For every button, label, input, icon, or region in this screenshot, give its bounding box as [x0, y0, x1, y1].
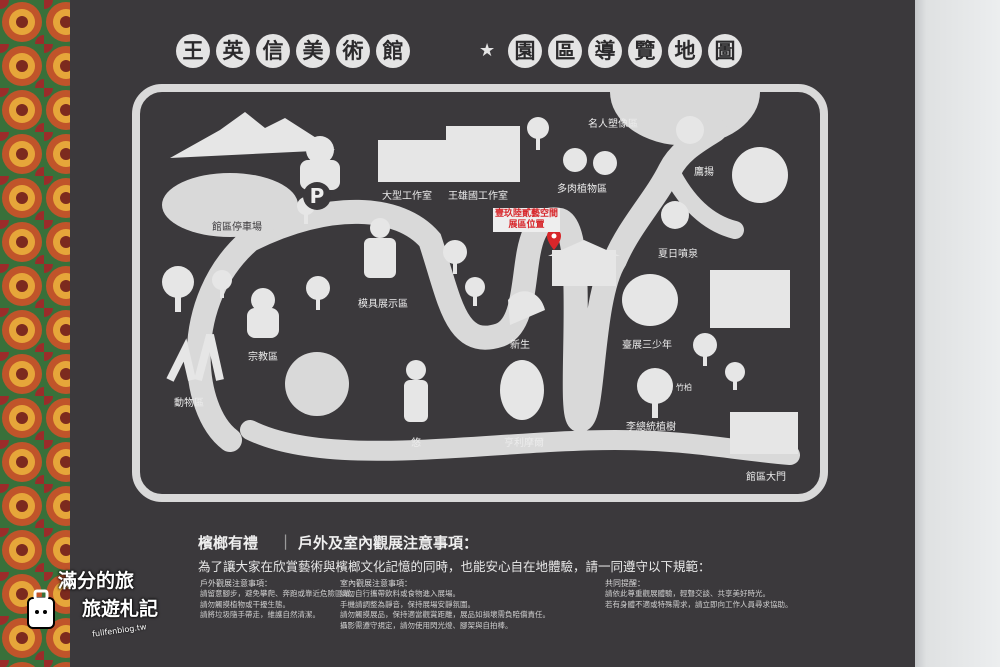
title-char: 地 — [668, 34, 702, 68]
newborn-icon — [508, 291, 545, 325]
watermark-line1: 滿分的旅 — [58, 570, 135, 592]
buddha-statue-icon — [732, 147, 788, 203]
label-summer-fountain: 夏日噴泉 — [658, 249, 698, 260]
branch-path — [661, 161, 744, 239]
title-char: 圖 — [708, 34, 742, 68]
wait-statue-icon — [406, 360, 426, 380]
indoor-notice-title: 室內觀展注意事項： — [340, 579, 412, 588]
notice-heading: 檳榔有禮 — [198, 534, 259, 552]
list-item: 請勿觸摸植物或干擾生態。 — [200, 599, 290, 609]
wang-studio-building — [446, 126, 520, 182]
watermark: 滿分的旅 旅遊札記 fullfenblog.tw — [22, 566, 192, 658]
label-eagle: 鷹揚 — [694, 167, 714, 178]
title-char: 區 — [548, 34, 582, 68]
statue-icon — [306, 136, 334, 164]
mountain-icon — [170, 112, 335, 158]
outdoor-notice-title: 戶外觀展注意事項： — [200, 579, 272, 588]
big-studio-building — [378, 140, 448, 182]
youth-statue-icon — [622, 274, 678, 326]
henry-moore-icon — [500, 360, 544, 420]
label-succulent: 多肉植物區 — [557, 184, 607, 195]
location-pin-icon — [547, 229, 561, 250]
outdoor-notice-list: 請留意腳步，避免攀爬、奔跑或靠近危險區域。 請勿觸摸植物或干擾生態。 請將垃圾隨… — [200, 589, 358, 621]
notice-intro: 為了讓大家在欣賞藝術與檳榔文化記憶的同時，也能安心自在地體驗，請一同遵守以下規範… — [198, 559, 711, 574]
label-bamboo: 竹柏 — [676, 383, 692, 392]
succulent-icon — [563, 148, 587, 172]
model-statue-icon — [370, 218, 390, 238]
right-wall — [910, 0, 1000, 667]
luggage-icon — [27, 589, 55, 629]
museum-building — [710, 270, 790, 328]
roundabout — [285, 352, 349, 416]
label-lee-tree: 李總統植樹 — [626, 422, 676, 433]
label-exhibit-space: 壹玖陸貳藝空間展區位置 — [493, 208, 561, 232]
tree-icon — [162, 117, 745, 418]
watermark-url: fullfenblog.tw — [91, 622, 148, 639]
gate-building — [730, 412, 798, 454]
title-char: 信 — [256, 34, 290, 68]
label-wang-studio: 王雄國工作室 — [448, 191, 508, 202]
star-icon: ★ — [479, 40, 496, 61]
label-youth: 臺展三少年 — [622, 340, 672, 351]
religion-statue-icon — [251, 288, 275, 312]
label-parking: 館區停車場 — [212, 222, 262, 233]
notice-title: 戶外及室內觀展注意事項： — [298, 534, 479, 552]
label-big-studio: 大型工作室 — [382, 191, 432, 202]
title-char: 英 — [216, 34, 250, 68]
common-notice-title: 共同提醒： — [605, 579, 645, 588]
label-religion: 宗教區 — [248, 352, 278, 363]
map-board: 王 英 信 美 術 館 ★ 園 區 導 覽 地 圖 P 館區停車場 名人塑像區 … — [70, 0, 915, 667]
map-drawing — [132, 84, 828, 502]
label-animals: 動物區 — [174, 398, 204, 409]
label-model-area: 模具展示區 — [358, 299, 408, 310]
list-item: 請將垃圾隨手帶走，維護自然清潔。 — [200, 610, 320, 619]
common-notice-list: 請依此尊重觀展體驗，輕聲交談、共享美好時光。 若有身體不適或特殊需求，請立即向工… — [605, 589, 793, 610]
label-newborn: 新生 — [510, 340, 530, 351]
watermark-line2: 旅遊札記 — [82, 598, 159, 620]
eagle-icon — [676, 116, 704, 144]
title-char: 術 — [336, 34, 370, 68]
title-char: 館 — [376, 34, 410, 68]
notice-separator: | — [283, 532, 289, 550]
list-item: 請勿觸摸展品，保持適當觀賞距離，展品如損壞需負賠償責任。 — [340, 610, 550, 619]
title-char: 王 — [176, 34, 210, 68]
outer-route — [132, 84, 828, 502]
label-wait: 悠 — [411, 438, 421, 449]
fountain-icon — [661, 201, 689, 229]
list-item: 手機請調整為靜音，保持展場安靜氛圍。 — [340, 599, 475, 609]
list-item: 若有身體不適或特殊需求，請立即向工作人員尋求協助。 — [605, 599, 793, 609]
list-item: 請留意腳步，避免攀爬、奔跑或靠近危險區域。 — [200, 589, 358, 598]
title-char: 覽 — [628, 34, 662, 68]
parking-icon: P — [303, 182, 331, 210]
animals-icon — [166, 333, 224, 382]
parking-lot — [162, 173, 298, 237]
list-item: 攝影需遵守規定，請勿使用閃光燈、腳架與自拍棒。 — [340, 620, 513, 630]
label-statue-area: 名人塑像區 — [588, 119, 638, 130]
list-item: 請勿自行攜帶飲料或食物進入展場。 — [340, 589, 460, 598]
title-char: 導 — [588, 34, 622, 68]
list-item: 請依此尊重觀展體驗，輕聲交談、共享美好時光。 — [605, 589, 770, 598]
label-main-gate: 館區大門 — [746, 472, 786, 483]
title-char: 園 — [508, 34, 542, 68]
label-henry-moore: 亨利摩爾 — [504, 438, 544, 449]
indoor-notice-list: 請勿自行攜帶飲料或食物進入展場。 手機請調整為靜音，保持展場安靜氛圍。 請勿觸摸… — [340, 589, 550, 631]
title-char: 美 — [296, 34, 330, 68]
bottom-path — [240, 420, 800, 465]
